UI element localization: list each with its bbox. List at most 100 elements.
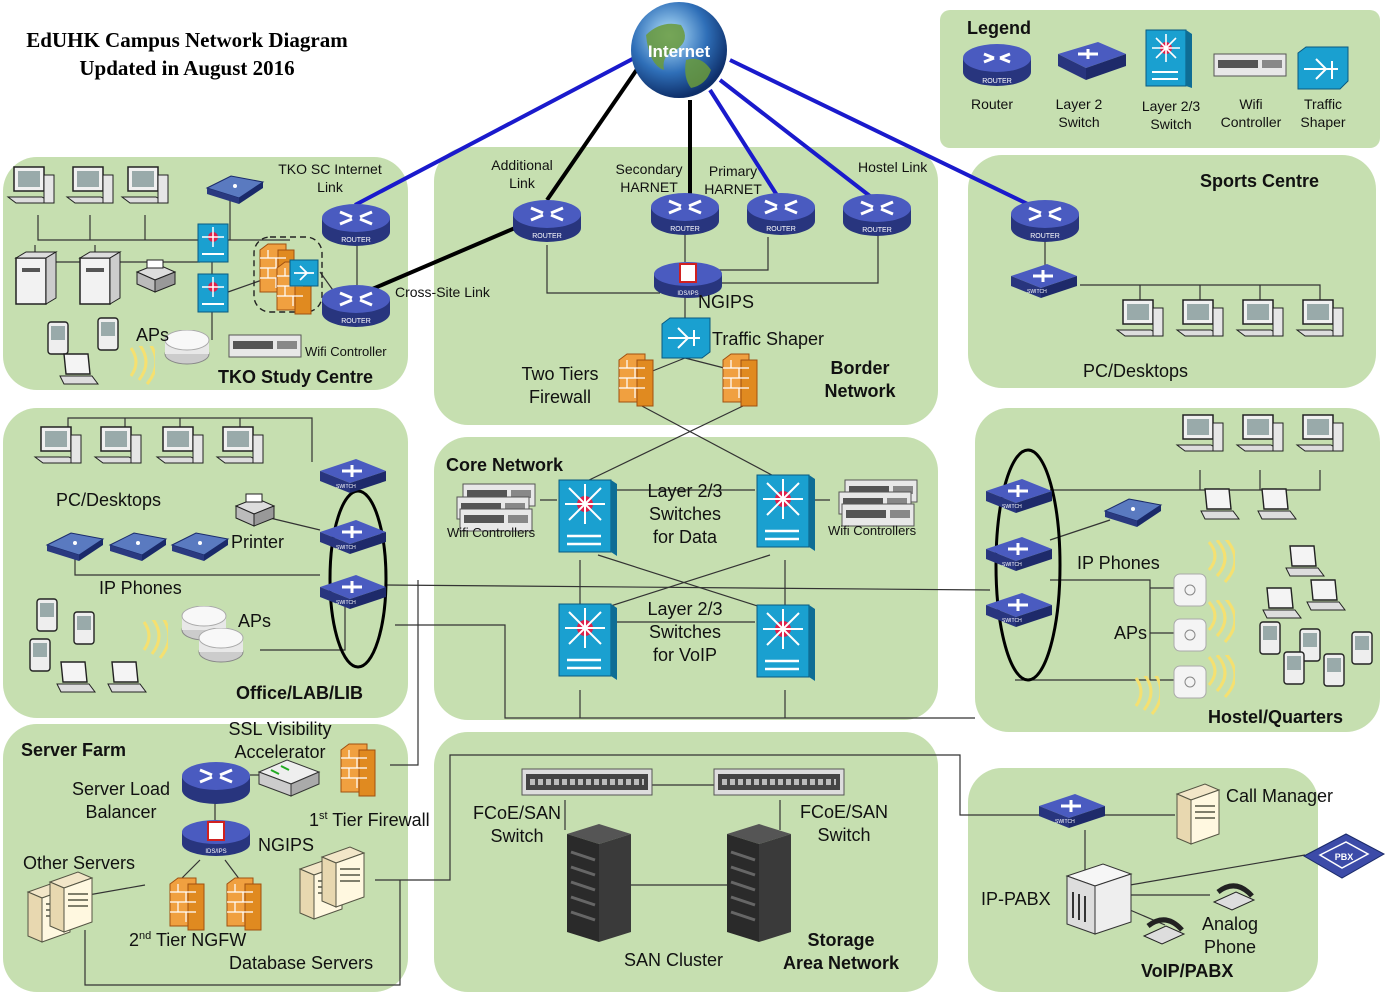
svg-text:ROUTER: ROUTER — [862, 227, 892, 234]
core-wifi-left-label: Wifi Controllers — [447, 525, 536, 540]
svg-text:SWITCH: SWITCH — [1055, 819, 1075, 825]
legend-traffic-shaper-icon — [1297, 46, 1349, 90]
tko-zone-name: TKO Study Centre — [218, 367, 374, 387]
laptop-icon — [1306, 579, 1346, 611]
server-zone-name: Server Farm — [21, 740, 127, 760]
svg-text:SWITCH: SWITCH — [1002, 562, 1022, 568]
desktop-pc-icon — [1235, 414, 1284, 452]
title-line-2: Updated in August 2016 — [79, 56, 295, 80]
voip-switch-icon: SWITCH — [1039, 794, 1105, 828]
desktop-pc-icon — [155, 426, 204, 464]
wifi-wave-icon — [1207, 600, 1235, 644]
legend-title: Legend — [967, 18, 1032, 38]
office-zone-name: Office/LAB/LIB — [236, 683, 364, 703]
legend-l23-switch-icon — [1145, 29, 1192, 88]
hostel-link-router-icon: ROUTER — [843, 194, 911, 236]
laptop-icon — [1285, 545, 1325, 577]
hostel-switch-stack-ring — [994, 448, 1062, 682]
pda-icon — [47, 321, 69, 355]
svg-text:SWITCH: SWITCH — [336, 545, 356, 551]
first-tier-firewall-icon — [340, 743, 376, 797]
laptop-icon — [1200, 488, 1240, 520]
desktop-pc-icon — [93, 426, 142, 464]
border-firewall-left-icon — [618, 353, 654, 407]
desktop-pc-icon — [6, 166, 55, 204]
fcoe-san-switch-right-icon — [713, 768, 845, 796]
desktop-pc-icon — [1235, 299, 1284, 337]
core-voip-switch-left-icon — [558, 603, 617, 680]
ip-phone-icon — [205, 175, 265, 204]
sports-switch-icon: SWITCH — [1011, 264, 1077, 298]
pda-icon — [97, 317, 119, 351]
diagram-title: EdUHK Campus Network Diagram Updated in … — [4, 26, 370, 82]
san-cluster-rack-left-icon — [567, 824, 631, 942]
hostel-phones-label: IP Phones — [1077, 553, 1160, 573]
svg-text:IDS/IPS: IDS/IPS — [205, 849, 226, 855]
svg-text:ROUTER: ROUTER — [766, 226, 796, 233]
server-ngips-icon: IDS/IPS — [182, 820, 250, 856]
hostel-switch-3-icon: SWITCH — [986, 593, 1052, 627]
tko-printer-icon — [135, 259, 177, 293]
internet-globe-icon — [631, 2, 727, 98]
desktop-pc-icon — [1295, 414, 1344, 452]
pda-icon — [1299, 628, 1321, 662]
laptop-icon — [1257, 488, 1297, 520]
tko-aps-label: APs — [136, 325, 170, 345]
laptop-icon — [1262, 587, 1302, 619]
server-icon — [48, 871, 94, 933]
core-wifi-controller-left-icon — [459, 508, 533, 532]
office-printer-icon — [234, 493, 276, 527]
hostel-ap-icon — [1173, 618, 1207, 652]
cross-site-link-label: Cross-Site Link — [395, 284, 490, 300]
desktop-pc-icon — [1175, 414, 1224, 452]
wan-links — [354, 53, 1041, 212]
hostel-aps-label: APs — [1114, 623, 1148, 643]
desktop-pc-icon — [1115, 299, 1164, 337]
ip-phone-icon — [45, 532, 105, 561]
additional-link-router-icon: ROUTER — [513, 200, 581, 242]
core-zone-name: Core Network — [446, 455, 564, 475]
pbx-card-icon: PBX — [1302, 833, 1386, 879]
first-tier-firewall-label: 1st Tier Firewall — [309, 810, 430, 830]
border-firewall-right-icon — [722, 353, 758, 407]
office-printer-label: Printer — [231, 532, 285, 552]
pda-icon — [1283, 651, 1305, 685]
call-manager-label: Call Manager — [1226, 786, 1334, 806]
core-data-switch-left-icon — [558, 479, 617, 556]
desktop-pc-icon — [215, 426, 264, 464]
pda-icon — [36, 598, 58, 632]
laptop-icon — [59, 353, 99, 385]
legend-switch-icon — [1058, 42, 1126, 80]
wifi-wave-icon — [1207, 540, 1235, 584]
title-line-1: EdUHK Campus Network Diagram — [26, 28, 348, 52]
tower-pc-icon — [78, 251, 122, 305]
ip-pabx-icon — [1065, 863, 1133, 935]
desktop-pc-icon — [120, 166, 169, 204]
tko-l23-switch-2-icon — [197, 273, 229, 313]
wifi-wave-icon — [1207, 655, 1235, 699]
tko-l23-switch-1-icon — [197, 223, 229, 263]
tko-firewall-group — [253, 236, 323, 313]
office-switch-1-icon: SWITCH — [320, 459, 386, 493]
desktop-pc-icon — [65, 166, 114, 204]
sports-router-icon: ROUTER — [1011, 200, 1079, 242]
sports-zone-name: Sports Centre — [1200, 171, 1320, 191]
desktop-pc-icon — [33, 426, 82, 464]
analog-phone-2-icon — [1142, 917, 1186, 945]
sports-pcs-label: PC/Desktops — [1083, 361, 1189, 381]
ip-phone-icon — [170, 532, 230, 561]
core-wifi-controller-right-icon — [841, 503, 915, 527]
legend-router-label: Router — [970, 96, 1014, 112]
svg-text:ROUTER: ROUTER — [982, 78, 1012, 85]
tko-wifi-controller-icon — [228, 334, 302, 358]
svg-text:SWITCH: SWITCH — [336, 600, 356, 606]
san-cluster-label: SAN Cluster — [624, 950, 724, 970]
